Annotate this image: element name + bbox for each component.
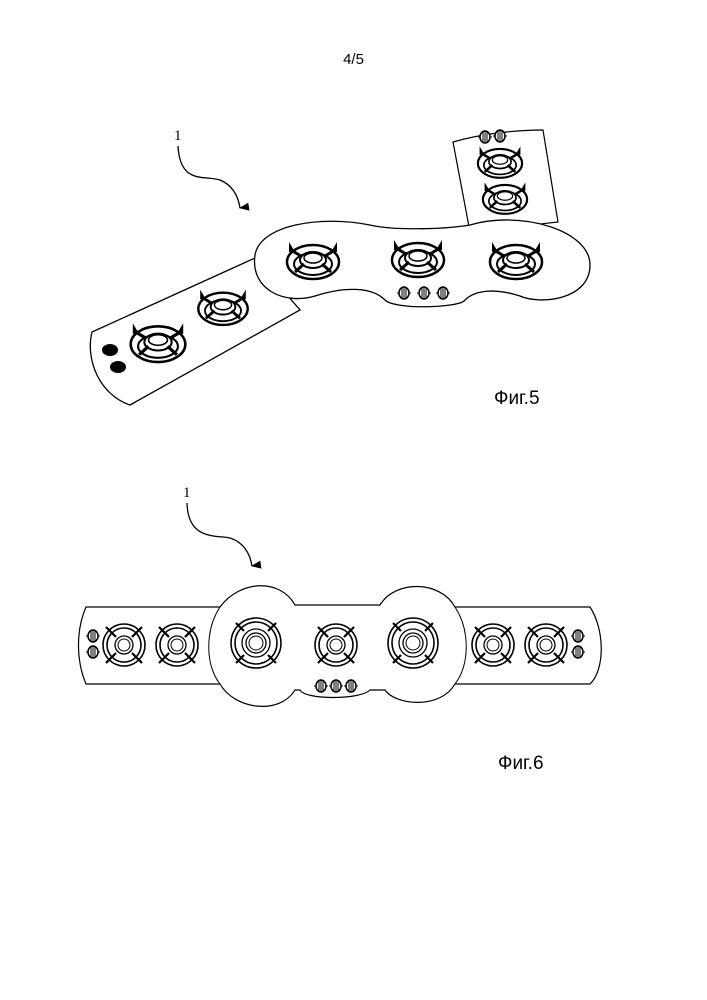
fig5-reference-numeral: 1	[174, 128, 182, 144]
fig6-central-knobs	[313, 679, 359, 693]
fig5-left-hob-module	[89, 257, 302, 406]
fig6-hob-assembly	[77, 585, 602, 707]
fig5-central-hob-module	[253, 219, 591, 308]
fig5-upper-right-hob-module	[452, 129, 559, 233]
fig6-reference-numeral: 1	[183, 485, 191, 501]
fig5-leader-arrow	[177, 145, 250, 211]
fig5-central-knobs	[396, 286, 451, 300]
fig5-left-knobs	[102, 344, 126, 373]
fig6-leader-arrow	[186, 502, 262, 569]
page-number: 4/5	[343, 51, 364, 68]
fig5-caption: Фиг.5	[494, 388, 540, 409]
fig6-caption: Фиг.6	[498, 753, 544, 774]
